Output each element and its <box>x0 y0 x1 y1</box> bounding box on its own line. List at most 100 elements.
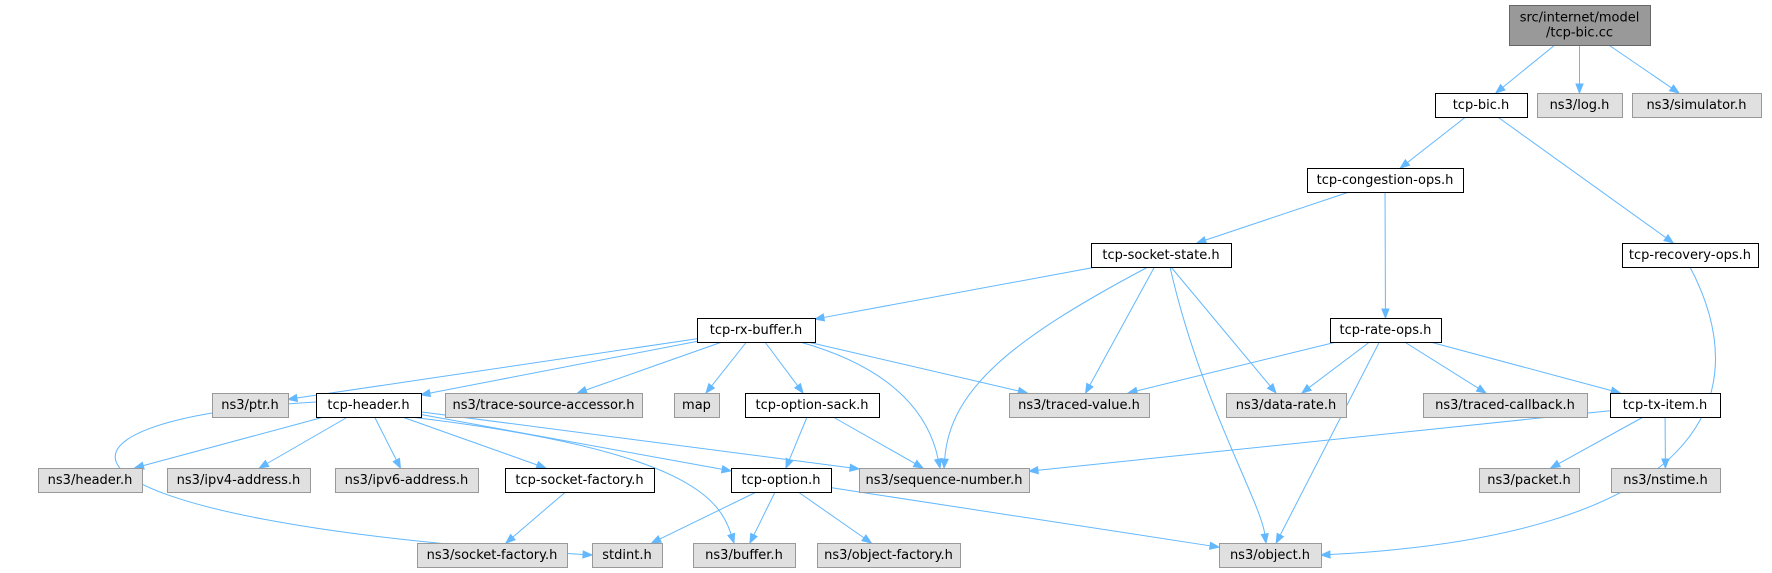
node-label-ns3-nstime-h: ns3/nstime.h <box>1623 473 1707 488</box>
edge-tcp-congestion-ops-h-to-tcp-socket-state-h-line <box>1205 191 1350 241</box>
edge-tcp-socket-state-h-to-ns3-object-h-arrowhead <box>1260 533 1269 545</box>
edge-tcp-header-h-to-ns3-ipv4-address-h-arrowhead <box>258 459 270 469</box>
edge-tcp-header-h-to-ns3-sequence-number-h-line <box>420 411 851 469</box>
edge-tcp-option-sack-h-to-ns3-sequence-number-h <box>832 416 925 469</box>
node-label-tcp-socket-state-h: tcp-socket-state.h <box>1102 248 1219 263</box>
node-box-ns3-ipv4-address-h <box>167 468 311 493</box>
edge-tcp-bic-cc-to-ns3-simulator-h-line <box>1608 44 1672 89</box>
edge-tcp-rx-buffer-h-to-ns3-traced-value-h <box>807 341 1029 395</box>
node-label-tcp-bic-h: tcp-bic.h <box>1453 98 1510 113</box>
edge-tcp-header-h-to-ns3-ipv4-address-h <box>258 416 348 469</box>
edge-tcp-socket-state-h-to-ns3-traced-value-h <box>1084 266 1155 395</box>
node-tcp-option-sack-h[interactable]: tcp-option-sack.h <box>745 393 880 418</box>
edge-tcp-bic-cc-to-ns3-simulator-h <box>1608 44 1681 94</box>
node-map: map <box>674 393 720 418</box>
node-ns3-ipv6-address-h: ns3/ipv6-address.h <box>335 468 479 493</box>
edge-tcp-rx-buffer-h-to-tcp-header-h-arrowhead <box>419 388 432 398</box>
edge-tcp-socket-state-h-to-ns3-data-rate-h-arrowhead <box>1266 382 1277 395</box>
edge-tcp-socket-state-h-to-tcp-rx-buffer-h-line <box>823 266 1097 318</box>
edge-tcp-rate-ops-h-to-ns3-traced-value-h <box>1126 341 1337 395</box>
node-label-ns3-socket-factory-h: ns3/socket-factory.h <box>427 548 558 563</box>
node-tcp-socket-state-h[interactable]: tcp-socket-state.h <box>1091 243 1232 268</box>
edge-tcp-tx-item-h-to-ns3-nstime-h-arrowhead <box>1661 458 1670 470</box>
edge-tcp-rx-buffer-h-to-map-line <box>711 341 747 387</box>
edge-tcp-socket-state-h-to-ns3-object-h <box>1169 266 1269 545</box>
node-tcp-header-h[interactable]: tcp-header.h <box>316 393 422 418</box>
node-ns3-header-h: ns3/header.h <box>38 468 143 493</box>
edge-tcp-option-h-to-stdint-h-arrowhead <box>650 535 663 544</box>
edge-tcp-option-h-to-ns3-buffer-h <box>749 491 776 545</box>
edge-tcp-bic-cc-to-tcp-bic-h <box>1494 44 1556 94</box>
edge-tcp-rate-ops-h-to-ns3-data-rate-h-line <box>1308 341 1370 388</box>
node-ns3-socket-factory-h: ns3/socket-factory.h <box>417 543 568 568</box>
node-ns3-log-h: ns3/log.h <box>1537 93 1623 118</box>
node-box-ns3-object-factory-h <box>817 543 961 568</box>
node-box-ns3-buffer-h <box>693 543 796 568</box>
node-tcp-rx-buffer-h[interactable]: tcp-rx-buffer.h <box>697 318 816 343</box>
edge-tcp-option-sack-h-to-ns3-sequence-number-h-line <box>832 416 916 464</box>
node-label-tcp-congestion-ops-h: tcp-congestion-ops.h <box>1317 173 1454 188</box>
edge-tcp-tx-item-h-to-ns3-packet-h-line <box>1558 416 1644 465</box>
node-label-ns3-log-h: ns3/log.h <box>1550 98 1610 113</box>
edge-tcp-socket-state-h-to-ns3-data-rate-h <box>1170 266 1277 395</box>
edge-tcp-header-h-to-tcp-option-h-arrowhead <box>720 465 733 474</box>
edge-tcp-header-h-to-ns3-ipv6-address-h <box>374 416 402 470</box>
edge-tcp-header-h-to-ns3-header-h <box>133 416 325 470</box>
node-tcp-recovery-ops-h[interactable]: tcp-recovery-ops.h <box>1622 243 1759 268</box>
node-box-ns3-packet-h <box>1479 468 1580 493</box>
node-label-stdint-h: stdint.h <box>602 548 651 563</box>
edge-tcp-rx-buffer-h-to-ns3-sequence-number-h <box>799 341 943 470</box>
edge-tcp-rate-ops-h-to-ns3-traced-callback-h <box>1404 341 1488 394</box>
edge-tcp-option-h-to-stdint-h <box>650 491 757 544</box>
node-box-ns3-traced-callback-h <box>1423 393 1588 418</box>
node-tcp-bic-cc[interactable]: src/internet/model/tcp-bic.cc <box>1509 5 1651 46</box>
edge-tcp-bic-h-to-tcp-congestion-ops-h-line <box>1407 116 1466 163</box>
edge-tcp-rx-buffer-h-to-ns3-sequence-number-h-arrowhead <box>933 457 943 470</box>
edge-tcp-rate-ops-h-to-ns3-object-h <box>1275 341 1380 545</box>
edge-tcp-socket-factory-h-to-ns3-socket-factory-h-arrowhead <box>504 533 516 544</box>
edge-tcp-option-sack-h-to-ns3-sequence-number-h-arrowhead <box>912 459 925 469</box>
node-label-tcp-option-sack-h: tcp-option-sack.h <box>755 398 868 413</box>
edge-tcp-option-h-to-ns3-object-h <box>830 487 1221 550</box>
node-box-tcp-option-sack-h <box>745 393 880 418</box>
edge-tcp-recovery-ops-h-to-ns3-object-h-arrowhead <box>1319 550 1331 559</box>
edge-tcp-bic-h-to-tcp-congestion-ops-h <box>1399 116 1466 169</box>
node-box-tcp-socket-state-h <box>1091 243 1232 268</box>
node-tcp-option-h[interactable]: tcp-option.h <box>731 468 832 493</box>
node-label-ns3-ptr-h: ns3/ptr.h <box>221 398 279 413</box>
node-label-tcp-bic-cc-line-1: src/internet/model <box>1520 11 1640 26</box>
edge-tcp-bic-h-to-tcp-congestion-ops-h-arrowhead <box>1399 158 1411 169</box>
edge-tcp-socket-state-h-to-ns3-sequence-number-h <box>940 266 1149 470</box>
node-box-ns3-log-h <box>1537 93 1623 118</box>
edge-tcp-rx-buffer-h-to-map-arrowhead <box>705 382 716 395</box>
node-tcp-rate-ops-h[interactable]: tcp-rate-ops.h <box>1330 318 1442 343</box>
node-tcp-socket-factory-h[interactable]: tcp-socket-factory.h <box>505 468 655 493</box>
edge-tcp-rx-buffer-h-to-ns3-ptr-h-arrowhead <box>286 393 299 403</box>
nodes-layer: src/internet/model/tcp-bic.cc tcp-bic.h ns… <box>38 5 1762 568</box>
edge-tcp-rx-buffer-h-to-ns3-trace-source-accessor-h-line <box>585 341 723 391</box>
node-tcp-bic-h[interactable]: tcp-bic.h <box>1435 93 1528 118</box>
edge-tcp-congestion-ops-h-to-tcp-socket-state-h-arrowhead <box>1195 235 1208 244</box>
edge-tcp-tx-item-h-to-ns3-nstime-h <box>1661 416 1670 470</box>
node-label-tcp-tx-item-h: tcp-tx-item.h <box>1623 398 1707 413</box>
edge-tcp-rx-buffer-h-to-ns3-ptr-h-line <box>296 338 698 399</box>
edge-tcp-option-h-to-ns3-object-factory-h <box>797 491 873 544</box>
edges-layer <box>114 44 1716 559</box>
edge-tcp-congestion-ops-h-to-tcp-rate-ops-h-arrowhead <box>1381 308 1390 320</box>
edge-tcp-rx-buffer-h-to-tcp-option-sack-h-arrowhead <box>793 382 804 395</box>
node-box-tcp-header-h <box>316 393 422 418</box>
edge-tcp-bic-h-to-tcp-recovery-ops-h-arrowhead <box>1663 234 1675 244</box>
edge-tcp-socket-state-h-to-tcp-rx-buffer-h <box>813 266 1097 322</box>
node-tcp-congestion-ops-h[interactable]: tcp-congestion-ops.h <box>1307 168 1464 193</box>
edge-tcp-rx-buffer-h-to-map <box>705 341 747 395</box>
node-tcp-tx-item-h[interactable]: tcp-tx-item.h <box>1610 393 1721 418</box>
edge-tcp-option-h-to-ns3-buffer-h-arrowhead <box>749 532 758 545</box>
node-label-tcp-socket-factory-h: tcp-socket-factory.h <box>515 473 643 488</box>
edge-tcp-socket-state-h-to-ns3-traced-value-h-arrowhead <box>1084 382 1094 395</box>
edge-tcp-header-h-to-tcp-socket-factory-h-line <box>402 416 538 466</box>
edge-tcp-tx-item-h-to-ns3-sequence-number-h <box>1027 410 1611 475</box>
node-label-ns3-trace-source-accessor-h: ns3/trace-source-accessor.h <box>452 398 634 413</box>
node-box-ns3-object-h <box>1219 543 1322 568</box>
edge-tcp-congestion-ops-h-to-tcp-rate-ops-h <box>1381 191 1390 320</box>
